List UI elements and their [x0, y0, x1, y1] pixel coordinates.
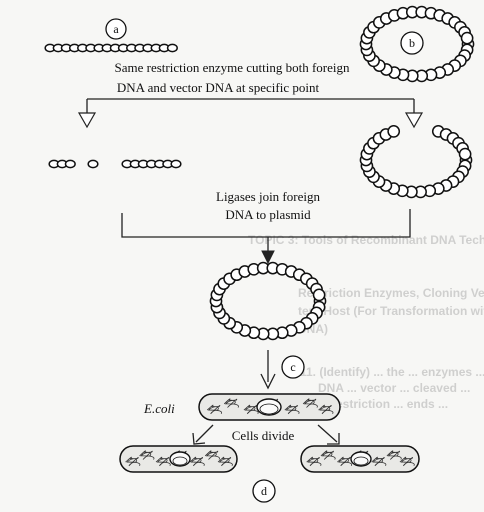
label-a-text: a: [113, 22, 119, 36]
down-arrow-right: [404, 112, 424, 129]
cut-foreign-dna-fragments: [48, 159, 182, 169]
split-connector: [77, 98, 424, 129]
dna-bead: [87, 159, 99, 169]
label-c-circle: c: [281, 355, 305, 379]
daughter-cell-right: [300, 445, 420, 473]
step2-text-line1: Ligases join foreign: [216, 189, 320, 204]
cells-divide-label: Cells divide: [232, 428, 295, 443]
bleed-through-text: TOPIC 3: Tools of Recombinant DNA Techno…: [248, 233, 484, 411]
label-c-text: c: [290, 360, 295, 374]
bleed-line-6: DNA ... vector ... cleaved ...: [318, 381, 470, 395]
plasmid-bead: [387, 125, 401, 138]
daughter-cell-left: [119, 445, 238, 473]
plasmid-in-cell: [350, 451, 372, 467]
label-b-text: b: [409, 36, 415, 50]
label-a-circle: a: [105, 18, 127, 40]
arrow-to-ecoli: [260, 350, 276, 390]
foreign-dna-chain: [44, 43, 178, 53]
dna-bead: [170, 159, 182, 169]
bleed-line-7: ... restriction ... ends ...: [318, 397, 448, 411]
ecoli-label: E.coli: [143, 401, 175, 416]
bleed-line-2: Restriction Enzymes, Cloning Vectors and…: [298, 286, 484, 300]
step1-text-line2: DNA and vector DNA at specific point: [117, 80, 320, 95]
bleed-line-3: tent Host (For Transformation with Recom…: [298, 304, 484, 318]
label-d-circle: d: [252, 479, 276, 503]
plasmid-in-cell: [256, 398, 282, 416]
divide-arrows: [192, 424, 340, 445]
bleed-line-1: TOPIC 3: Tools of Recombinant DNA Techno…: [248, 233, 484, 247]
plasmid-bead: [312, 288, 326, 302]
plasmid-vector: [359, 5, 475, 83]
join-connector: [121, 209, 411, 265]
recombinant-plasmid: [209, 261, 327, 341]
down-arrow-left: [77, 112, 97, 129]
cut-plasmid: [359, 125, 473, 199]
plasmid-bead: [458, 147, 472, 161]
ecoli-cell: [198, 393, 341, 421]
label-b-circle: b: [400, 31, 424, 55]
label-d-text: d: [261, 484, 267, 498]
step1-text-line1: Same restriction enzyme cutting both for…: [114, 60, 350, 75]
bleed-line-5: 11. (Identify) ... the ... enzymes ... D…: [300, 365, 484, 379]
dna-bead: [166, 43, 178, 53]
dna-bead: [64, 159, 76, 169]
plasmid-in-cell: [169, 451, 191, 467]
plasmid-bead: [460, 31, 474, 45]
step2-text-line2: DNA to plasmid: [225, 207, 311, 222]
down-arrow-join: [261, 250, 275, 265]
